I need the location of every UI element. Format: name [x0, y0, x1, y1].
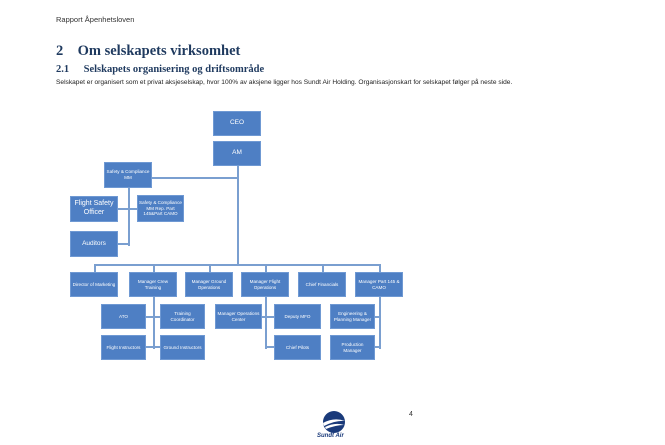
connector-line: [94, 264, 380, 266]
org-box-ceo: CEO: [213, 111, 261, 136]
page-number: 4: [409, 411, 413, 418]
connector-line: [209, 264, 211, 272]
connector-line: [128, 177, 238, 179]
org-box-ground-instructors: Ground Instructors: [160, 335, 205, 360]
connector-line: [94, 264, 96, 272]
document-header: Rapport Åpenhetsloven: [56, 15, 135, 24]
org-box-production-manager: Production Manager: [330, 335, 375, 360]
connector-line: [146, 346, 172, 348]
org-box-am: AM: [213, 141, 261, 166]
connector-line: [118, 208, 138, 210]
org-box-ato: ATO: [101, 304, 146, 329]
org-box-auditors: Auditors: [70, 231, 118, 257]
org-box-flight-safety-officer: Flight Safety Officer: [70, 196, 118, 222]
logo-text: Sundt Air: [317, 433, 344, 439]
connector-line: [379, 297, 381, 349]
org-box-chief-financials: Chief Financials: [298, 272, 346, 297]
body-paragraph: Selskapet er organisert som et privat ak…: [56, 79, 513, 86]
connector-line: [265, 297, 267, 349]
subsection-title: Selskapets organisering og driftsområde: [83, 64, 265, 75]
connector-line: [118, 243, 129, 245]
org-box-manager-operations-center: Manager Operations Center: [215, 304, 262, 329]
connector-line: [265, 346, 274, 348]
org-box-manager-flight-operations: Manager Flight Operations: [241, 272, 289, 297]
org-box-manager-part145-camo: Manager Part 145 & CAMO: [355, 272, 403, 297]
section-heading: 2 Om selskapets virksomhet: [56, 43, 240, 60]
section-title: Om selskapets virksomhet: [77, 43, 241, 59]
org-box-safety-mm: Safety & Compliance MM: [104, 162, 152, 188]
org-box-manager-crew-training: Manager Crew Training: [129, 272, 177, 297]
sundt-air-logo: [323, 411, 345, 433]
org-box-engineering-planning-manager: Engineering & Planning Manager: [330, 304, 375, 329]
org-box-chief-pilots: Chief Pilots: [274, 335, 321, 360]
org-box-director-marketing: Director of Marketing: [70, 272, 118, 297]
connector-line: [128, 188, 130, 246]
subsection-number: 2.1: [56, 64, 70, 75]
org-box-deputy-mfo: Deputy MFO: [274, 304, 321, 329]
org-box-training-coordinator: Training Coordinator: [160, 304, 205, 329]
connector-line: [322, 264, 324, 272]
connector-line: [262, 316, 274, 318]
section-number: 2: [56, 43, 64, 59]
connector-line: [153, 297, 155, 349]
connector-line: [373, 346, 380, 348]
subsection-heading: 2.1 Selskapets organisering og driftsomr…: [56, 64, 264, 75]
org-box-flight-instructors: Flight Instructors: [101, 335, 146, 360]
connector-line: [237, 166, 239, 264]
org-box-safety-mm-rep: Safety & Compliance MM Rep. Part 145&Par…: [137, 195, 184, 222]
connector-line: [379, 264, 381, 272]
connector-line: [146, 316, 172, 318]
connector-line: [153, 264, 155, 272]
connector-line: [265, 264, 267, 272]
org-box-manager-ground-operations: Manager Ground Operations: [185, 272, 233, 297]
connector-line: [373, 316, 380, 318]
